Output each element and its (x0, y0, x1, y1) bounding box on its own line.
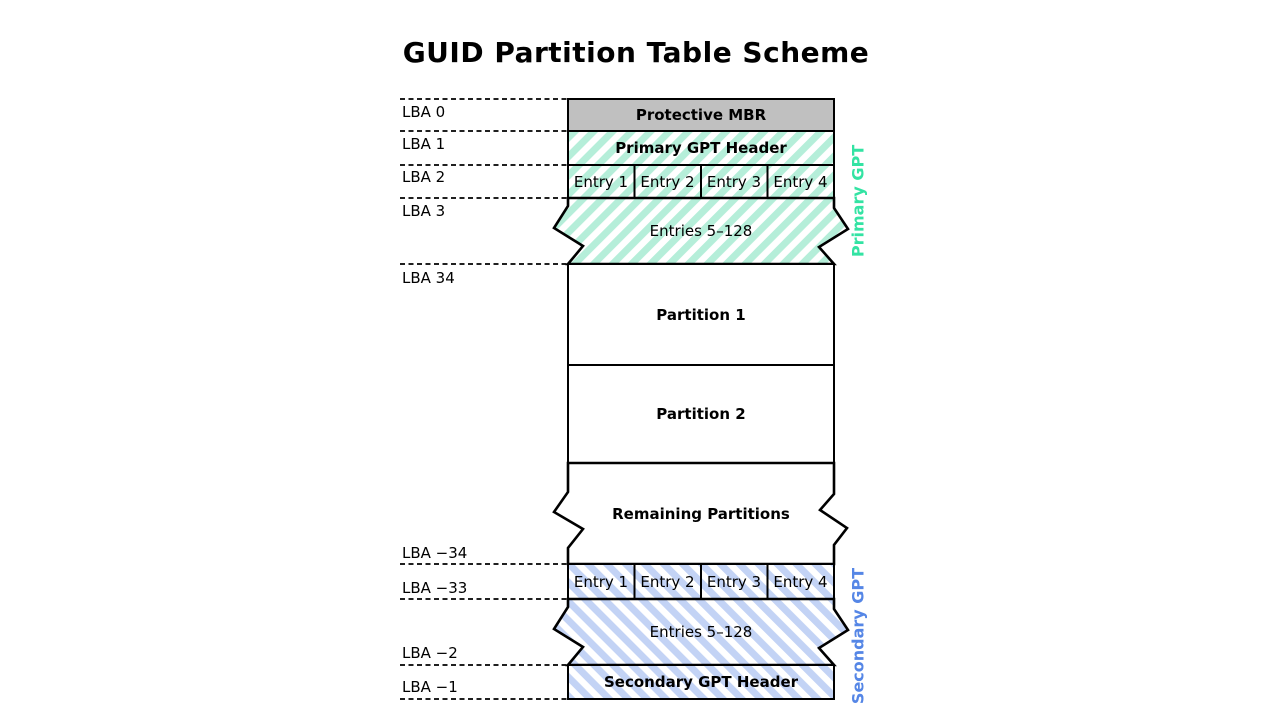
lba-label-m34: LBA −34 (402, 544, 468, 562)
lba-label-34: LBA 34 (402, 269, 455, 287)
lba-label-m1: LBA −1 (402, 678, 458, 696)
secondary-entry-3-label: Entry 3 (706, 572, 762, 591)
secondary-entry-1-label: Entry 1 (573, 572, 629, 591)
lba-label-1: LBA 1 (402, 135, 446, 153)
partition-1-label: Partition 1 (656, 305, 746, 324)
secondary-gpt-side-label: Secondary GPT (848, 567, 868, 705)
lba-label-2: LBA 2 (402, 168, 446, 186)
primary-entry-1-label: Entry 1 (573, 172, 629, 191)
secondary-gpt-header-box (567, 664, 835, 700)
lba-label-3: LBA 3 (402, 202, 446, 220)
primary-gpt-side-label: Primary GPT (848, 144, 868, 258)
partition-2-box (567, 364, 835, 464)
lba-boundary-lines (400, 98, 568, 700)
partition-2-label: Partition 2 (656, 405, 746, 423)
lba-label-m33: LBA −33 (402, 579, 468, 597)
secondary-entries-rest-label: Entries 5–128 (649, 623, 753, 641)
remaining-partitions-label: Remaining Partitions (612, 504, 790, 523)
protective-mbr-box (567, 98, 835, 132)
secondary-gpt-header-label: Secondary GPT Header (603, 673, 799, 691)
primary-gpt-header-label: Primary GPT Header (615, 139, 787, 157)
lba-label-m2: LBA −2 (402, 644, 458, 662)
primary-entry-2-label: Entry 2 (640, 172, 695, 191)
partition-1-box (567, 263, 835, 366)
primary-entries-rest-label: Entries 5–128 (649, 222, 753, 240)
primary-entry-4-label: Entry 4 (773, 172, 828, 191)
secondary-entry-1-cell (567, 563, 636, 600)
lba-label-0: LBA 0 (402, 103, 446, 121)
protective-mbr-label: Protective MBR (635, 106, 767, 124)
diagram-title: GUID Partition Table Scheme (402, 36, 870, 69)
primary-entry-3-label: Entry 3 (706, 172, 762, 191)
secondary-entry-4-label: Entry 4 (773, 572, 828, 591)
secondary-entry-2-label: Entry 2 (640, 572, 695, 591)
